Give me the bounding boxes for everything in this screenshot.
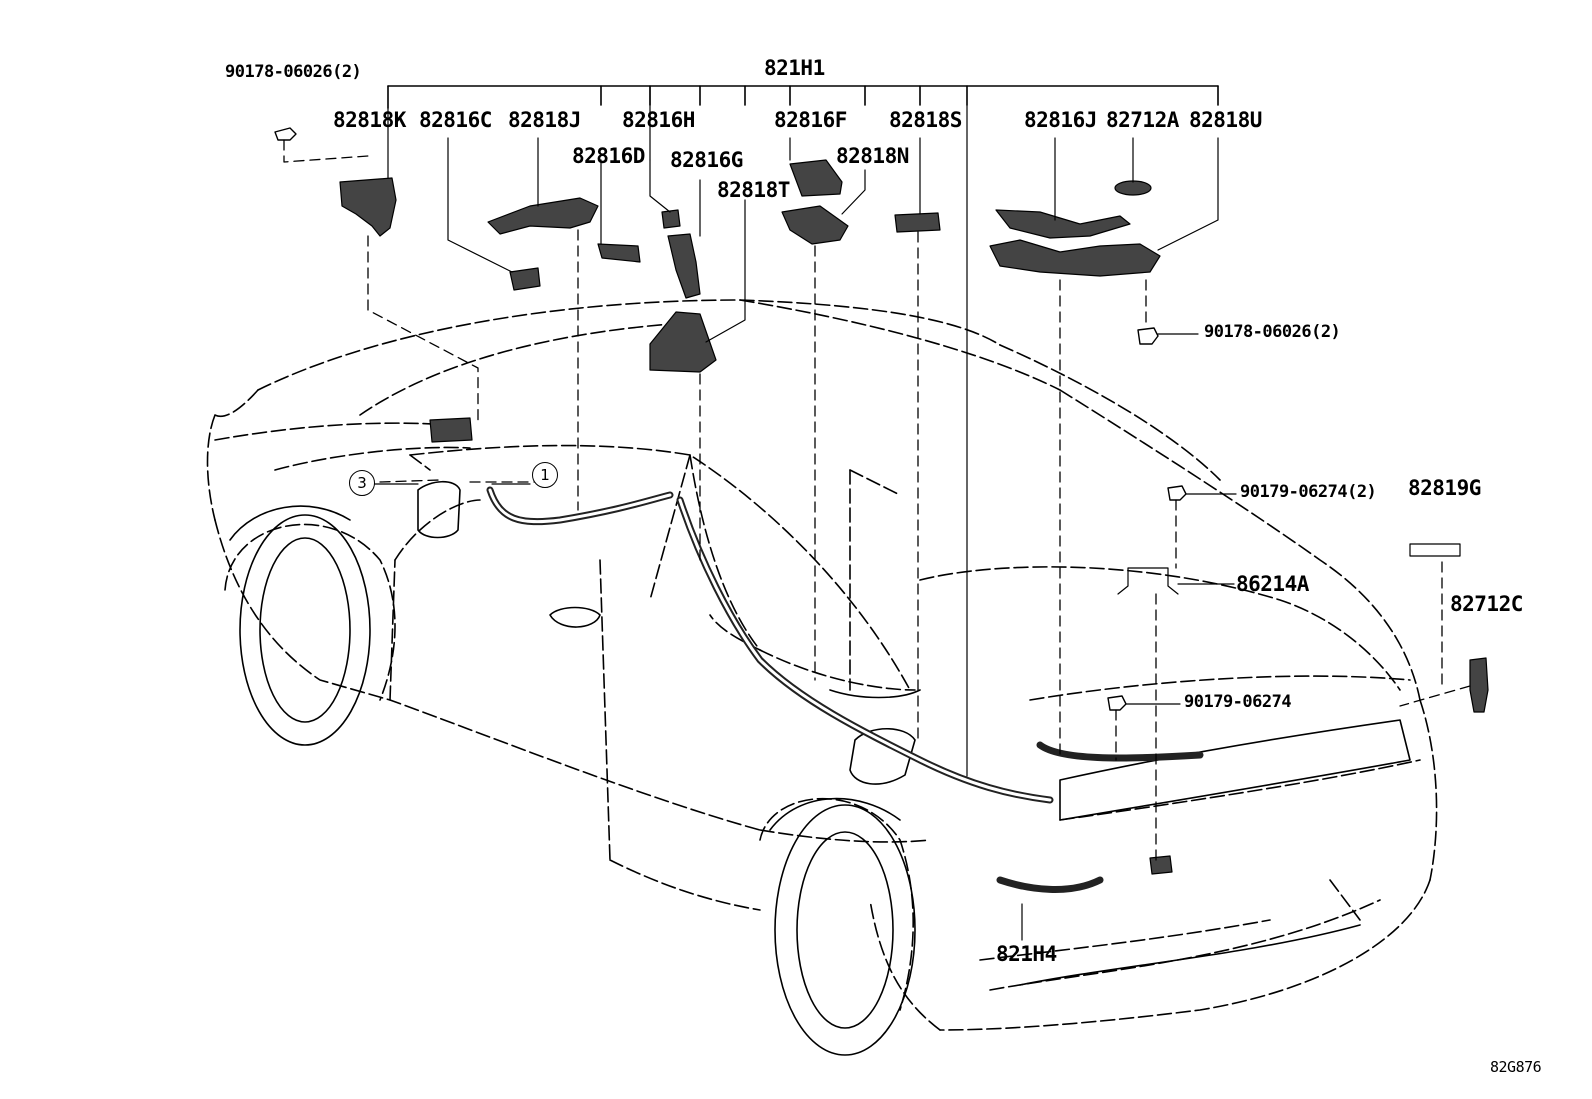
dashed-leaders [283,139,1471,861]
label-82818N: 82818N [836,144,909,168]
label-90178-06026-top: 90178-06026(2) [225,62,362,82]
harness-runs [486,486,1204,893]
car-body-outline [206,299,1438,1031]
label-82816C: 82816C [419,108,492,132]
label-90179-06274-2: 90179-06274(2) [1240,482,1377,502]
car-solid-details [229,480,1411,1056]
harness-runs-inner [488,488,1052,802]
label-86214A: 86214A [1236,572,1309,596]
part-82818N-shape [781,205,849,245]
label-90178-06026-right: 90178-06026(2) [1204,322,1341,342]
callout-3: 3 [349,470,375,496]
label-82816F: 82816F [774,108,847,132]
part-82816H-shape [661,209,681,229]
part-82816F-shape [789,159,843,197]
part-82818J-shape [487,197,599,235]
part-82712A-shape [1114,180,1152,196]
label-82816H: 82816H [622,108,695,132]
part-82819G-shape [1409,543,1461,557]
label-82818U: 82818U [1189,108,1262,132]
part-821H4-connector [1149,855,1173,875]
callout-1: 1 [532,462,558,488]
label-82818J: 82818J [508,108,581,132]
label-82816D: 82816D [572,144,645,168]
label-82818T: 82818T [717,178,790,202]
label-821H4: 821H4 [996,942,1057,966]
part-82816G-shape [667,233,701,299]
label-90179-06274: 90179-06274 [1184,692,1292,712]
label-82712C: 82712C [1450,592,1523,616]
mount-point-front [429,417,473,443]
bracket-821H1 [387,85,1219,109]
part-82816J-shape [995,209,1131,239]
fasteners [274,127,1187,711]
part-82818S-shape [894,212,941,233]
part-82712C-shape [1469,657,1489,713]
part-82816D-shape [597,243,641,263]
label-82712A: 82712A [1106,108,1179,132]
part-82818U-shape [989,239,1161,277]
label-82818K: 82818K [333,108,406,132]
label-82816J: 82816J [1024,108,1097,132]
part-82818K-shape [339,177,397,237]
diagram-code: 82G876 [1490,1058,1542,1076]
part-shapes [339,159,1489,875]
label-82818S: 82818S [889,108,962,132]
solid-leaders [371,85,1237,941]
part-82816C-shape [509,267,541,291]
label-82819G: 82819G [1408,476,1481,500]
label-82816G: 82816G [670,148,743,172]
part-86214A-shape [1117,567,1179,595]
part-82818T-shape [649,311,717,373]
label-821H1: 821H1 [764,56,825,80]
